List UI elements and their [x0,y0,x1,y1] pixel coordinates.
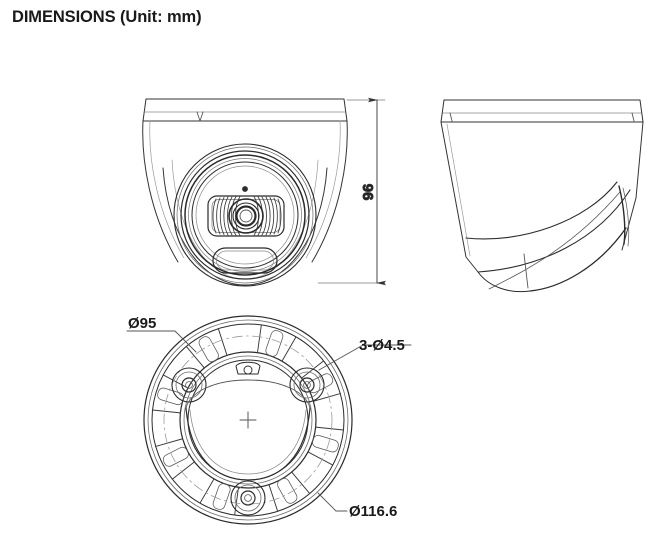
front-elevation-view [142,98,348,287]
screw-holes-label: 3-Ø4.5 [359,337,405,354]
inner-diameter-label: Ø95 [128,315,156,332]
bottom-center-mark [239,411,257,429]
front-lens-bezel-rings [173,143,317,287]
front-sensor-dot [242,186,248,192]
bottom-reference-circle [163,335,333,505]
bottom-center-dome [185,361,311,481]
front-lens-module [207,195,285,237]
front-housing-body [142,120,348,263]
bottom-vent-slots [157,330,339,510]
side-base-plate [440,99,644,123]
leader-lines [126,330,412,512]
leader-inner-diameter [126,330,197,353]
bottom-screw-boss-top-left [171,367,207,403]
side-housing-body [440,121,644,273]
side-dome-surfaces [465,181,631,293]
bottom-screw-boss-bottom [230,480,266,516]
outer-diameter-label: Ø116.6 [349,503,397,520]
bottom-outer-rim [143,315,353,525]
height-dimension [317,97,386,286]
page-title: DIMENSIONS (Unit: mm) [12,8,202,26]
bottom-plan-view [143,315,353,525]
front-base-plate [142,98,348,122]
side-elevation-view [440,99,644,293]
front-ir-window [212,247,278,274]
height-dimension-label: 96 [360,184,377,201]
bottom-radial-ribs [152,324,344,516]
leader-screw-holes [318,344,412,371]
leader-outer-diameter [317,492,348,512]
bottom-screw-boss-top-right [289,367,325,403]
